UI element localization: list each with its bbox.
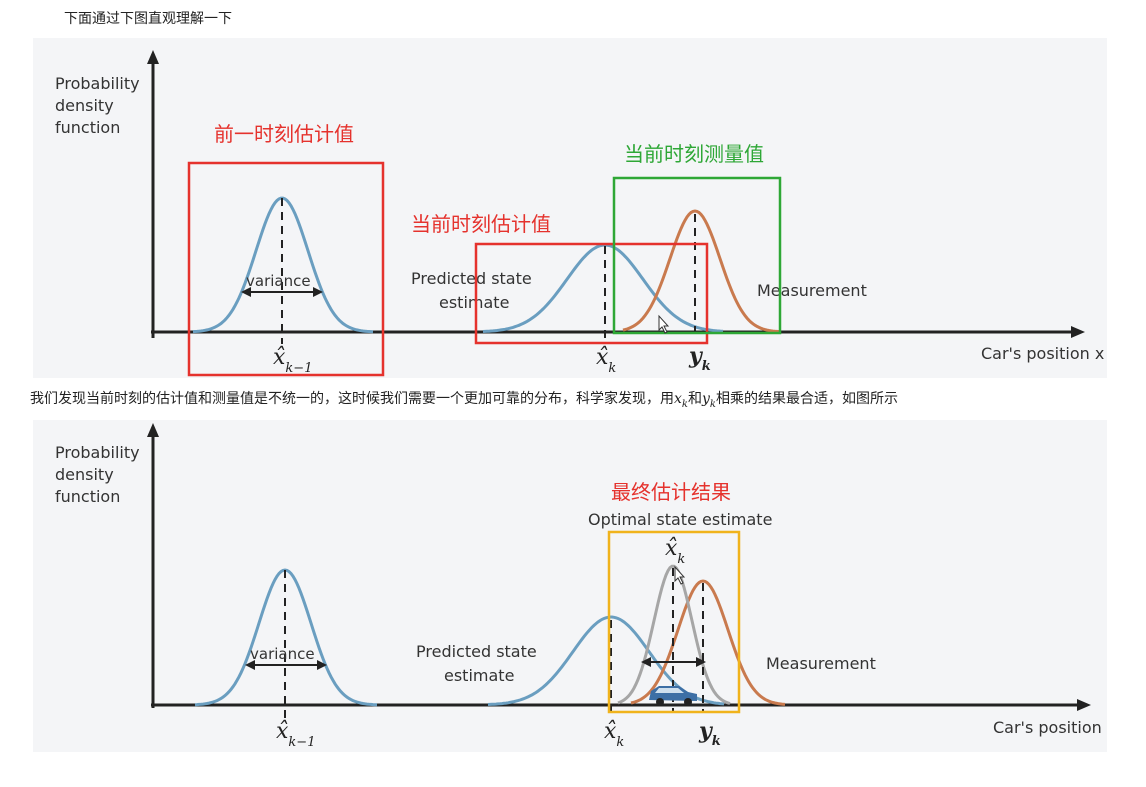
x-axis-label: Car's position (993, 718, 1102, 737)
figure-optimal-estimate: Probability density function Car's posit… (33, 420, 1107, 752)
measurement-curve (622, 209, 780, 334)
predicted-label-2: estimate (439, 293, 509, 312)
predicted-label-1: Predicted state (411, 269, 532, 288)
y-axis-arrow (147, 50, 159, 64)
top-xhat-label: x̂k (665, 536, 685, 567)
variance-label: variance (246, 272, 311, 290)
figure-1-svg: Probability density function Car's posit… (55, 50, 1104, 377)
y-axis-arrow (147, 423, 159, 437)
tick-y: yk (688, 343, 711, 374)
prev-estimate-box (187, 161, 385, 377)
current-estimate-caption: 当前时刻估计值 (411, 212, 551, 236)
predicted-label-1: Predicted state (416, 642, 537, 661)
math-yk: yk (701, 391, 716, 410)
tick-xhat-prev: x̂k−1 (276, 719, 315, 750)
measurement-label: Measurement (757, 281, 867, 300)
variance-label: variance (250, 645, 315, 663)
tick-y: yk (698, 718, 721, 749)
variance-arrow-right-head (317, 660, 327, 670)
x-axis-label: Car's position x (981, 344, 1104, 363)
figure-predicted-vs-measured: Probability density function Car's posit… (33, 38, 1107, 378)
current-estimate-box (474, 242, 709, 345)
optimal-estimate-curve (617, 564, 731, 705)
y-axis-label-3: function (55, 118, 120, 137)
tick-xhat: x̂k (604, 719, 624, 750)
current-measurement-caption: 当前时刻测量值 (624, 142, 764, 166)
y-axis-label-1: Probability (55, 74, 140, 93)
explanation-and: 和 (687, 391, 702, 407)
prev-estimate-caption: 前一时刻估计值 (214, 122, 354, 146)
variance-arrow-left-head (245, 660, 255, 670)
explanation-part-2: 相乘的结果最合适，如图所示 (715, 391, 898, 407)
y-axis-label-2: density (55, 465, 114, 484)
explanation-part-1: 我们发现当前时刻的估计值和测量值是不统一的，这时候我们需要一个更加可靠的分布，科… (30, 391, 674, 407)
y-axis-label-2: density (55, 96, 114, 115)
x-axis-arrow (1071, 326, 1085, 338)
variance-arrow-right-head (313, 287, 323, 297)
cursor-icon (674, 565, 686, 585)
x-axis-arrow (1077, 699, 1091, 711)
figure-2-svg: Probability density function Car's posit… (55, 423, 1102, 750)
intro-text: 下面通过下图直观理解一下 (64, 11, 232, 27)
predicted-label-2: estimate (444, 666, 514, 685)
optimal-arrow-left-head (641, 657, 651, 667)
measurement-label: Measurement (766, 654, 876, 673)
optimal-arrow-right-head (696, 657, 706, 667)
current-measurement-box (612, 176, 782, 335)
y-axis-label-1: Probability (55, 443, 140, 462)
cursor-icon (658, 314, 670, 334)
explanation-text: 我们发现当前时刻的估计值和测量值是不统一的，这时候我们需要一个更加可靠的分布，科… (30, 390, 898, 414)
math-xk: xk (674, 391, 688, 410)
y-axis-label-3: function (55, 487, 120, 506)
final-estimate-box (607, 530, 741, 714)
tick-xhat-prev: x̂k−1 (273, 345, 312, 376)
car-icon (649, 686, 697, 706)
variance-arrow-left-head (241, 287, 251, 297)
tick-xhat: x̂k (596, 345, 616, 376)
final-estimate-caption: 最终估计结果 (611, 480, 731, 504)
measurement-curve (630, 579, 786, 706)
optimal-label: Optimal state estimate (588, 510, 772, 529)
predicted-state-curve (482, 243, 724, 333)
